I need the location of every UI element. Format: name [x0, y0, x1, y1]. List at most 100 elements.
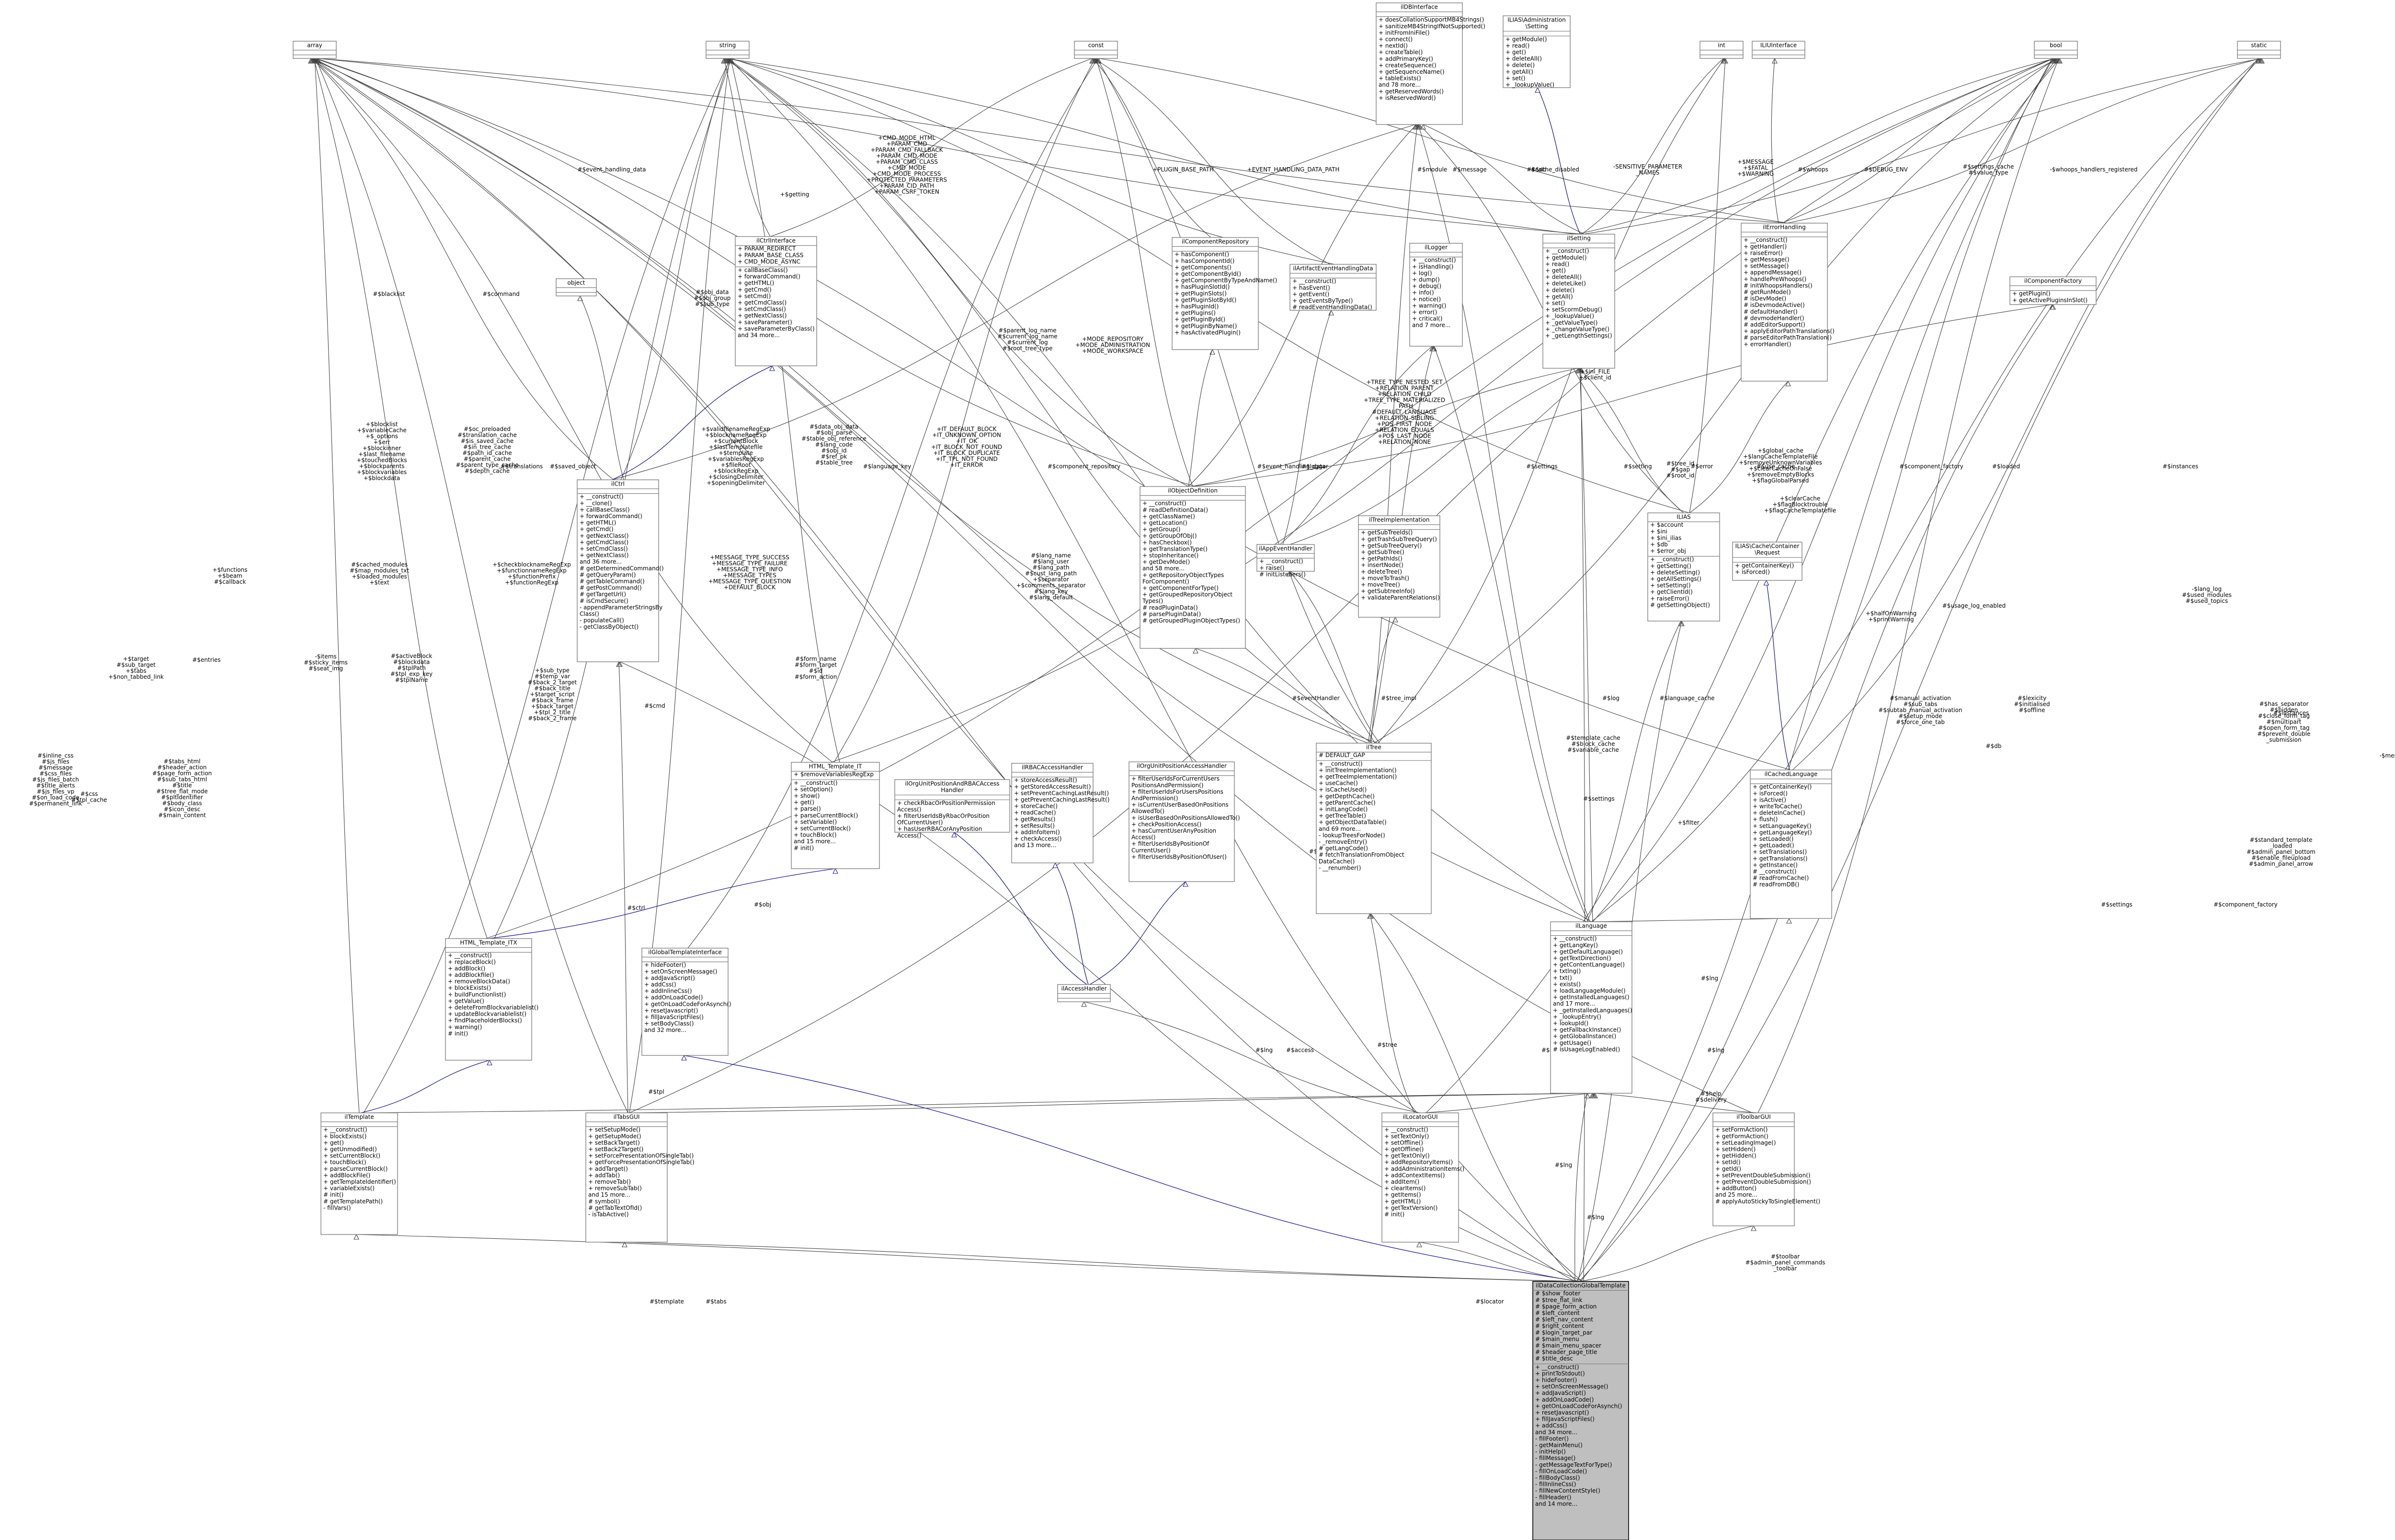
edge-label-text: #$map_modules_txt [350, 567, 409, 574]
class-static[interactable]: static [2237, 41, 2281, 59]
edge-label-e-filter: +$filter [1677, 819, 1699, 826]
class-setting[interactable]: ilSetting+ __construct()+ getModule()+ r… [1542, 234, 1615, 369]
class-method: + getPluginSlotById() [1175, 296, 1236, 303]
class-rbacaccess[interactable]: ilRBACAccessHandler+ storeAccessResult()… [1011, 763, 1109, 863]
edge-label-e-translations: #$translations [501, 463, 543, 470]
class-method: + __construct() [1142, 500, 1186, 507]
class-compfactory[interactable]: ilComponentFactory+ getPlugin()+ getActi… [2009, 276, 2097, 305]
dependency-arrowhead [617, 661, 623, 667]
class-method: + setForcePresentationOfSingleTab() [588, 1153, 694, 1159]
class-method: + getHandler() [1744, 243, 1787, 250]
class-ilias[interactable]: ILIAS+ $account+ $ini+ $ini_ilias+ $db+ … [1647, 512, 1720, 622]
class-tabsgui[interactable]: ilTabsGUI+ setSetupMode()+ getSetupMode(… [585, 1112, 695, 1243]
class-method: - appendParameterStringsBy [580, 604, 662, 611]
class-ctrl[interactable]: ilCtrl+ __construct()+ __clone()+ callBa… [577, 479, 664, 662]
edge-label-e-blacklist: #$blacklist [373, 291, 405, 297]
edge-label-text: #$error [1691, 463, 1713, 470]
class-method: + blockExists() [323, 1133, 366, 1140]
class-method: + getDepthCache() [1319, 793, 1375, 800]
class-title: ilCachedLanguage [1765, 771, 1818, 778]
class-idbinterface[interactable]: ilDBInterface+ doesCollationSupportMB4St… [1376, 2, 1485, 125]
class-method: + setBodyClass() [644, 1020, 694, 1027]
class-iluiinterface[interactable]: ILIUInterface [1752, 41, 1805, 59]
class-method: + getAll() [1545, 293, 1573, 300]
class-method: + getLanguageKey() [1753, 829, 1812, 836]
class-attribute: + $account [1650, 521, 1684, 528]
class-method: + addJavaScript() [644, 974, 695, 981]
class-const[interactable]: const [1074, 41, 1118, 59]
edge-label-text: +IT_ERROR [950, 462, 983, 468]
class-locatorgui[interactable]: ilLocatorGUI+ __construct()+ setTextOnly… [1381, 1112, 1464, 1243]
edge-label-e-comprepo: #$component_repository [1048, 463, 1120, 470]
class-globaltpl[interactable]: ilGlobalTemplateInterface+ hideFooter()+… [641, 948, 731, 1056]
class-array[interactable]: array [293, 41, 337, 59]
class-cachecontainer[interactable]: ILIAS\Cache\Container\Request+ getContai… [1732, 542, 1802, 581]
class-toolbargui[interactable]: ilToolbarGUI+ setFormAction()+ getFormAc… [1712, 1112, 1820, 1226]
class-object[interactable]: object [556, 278, 597, 296]
edge-label-e-instances: #$instances [2163, 463, 2199, 470]
class-errhandling[interactable]: ilErrorHandling+ __construct()+ getHandl… [1741, 223, 1835, 382]
dependency-arrowhead [1368, 913, 1374, 919]
class-artifact[interactable]: ilArtifactEventHandlingData+ __construct… [1289, 264, 1377, 311]
class-orgunitaccess[interactable]: ilOrgUnitPositionAccessHandler+ filterUs… [1129, 761, 1240, 882]
class-method: + filterUserIdsForCurrentUsers [1131, 775, 1220, 782]
class-method: - initHelp() [1535, 1449, 1566, 1455]
edge-label-text: #$standard_template [2249, 837, 2312, 843]
class-iladmin[interactable]: ILIAS\Administration\Setting+ getModule(… [1503, 15, 1571, 88]
class-title: ilLocatorGUI [1403, 1114, 1437, 1121]
class-string[interactable]: string [706, 41, 750, 59]
class-method: + storeCache() [1014, 803, 1058, 810]
edge-label-text: +$non_tabbed_link [108, 674, 164, 680]
class-method: # isDevmodeActive() [1744, 302, 1805, 308]
class-datacollection[interactable]: ilDataCollectionGlobalTemplate# $show_fo… [1532, 1281, 1629, 1540]
class-method: + setSetting() [1650, 582, 1691, 589]
class-ctrlinterface[interactable]: ilCtrlInterface+ PARAM_REDIRECT+ PARAM_B… [735, 236, 817, 366]
class-htmltpl[interactable]: HTML_Template_IT+ $removeVariablesRegExp… [791, 762, 880, 869]
dependency-edge [1096, 58, 1376, 744]
class-method: + getPreventCachingLastResult() [1014, 796, 1109, 803]
class-method: # getGroupedPluginObjectTypes() [1142, 617, 1240, 624]
class-method: + flush() [1753, 816, 1778, 823]
class-method: + addOnLoadCode() [644, 994, 703, 1001]
class-treeimpl[interactable]: ilTreeImplementation+ getSubTreeIds()+ g… [1358, 515, 1440, 618]
class-int[interactable]: int [1699, 41, 1744, 59]
class-template[interactable]: ilTemplate+ __construct()+ blockExists()… [320, 1112, 398, 1235]
class-objdef[interactable]: ilObjectDefinition+ __construct()# readD… [1140, 486, 1246, 649]
class-method: + setCmdClass() [580, 545, 628, 552]
edge-label-text: +$ini_FILE [1580, 368, 1610, 375]
class-method: + delete() [1505, 62, 1535, 68]
edge-label-text: +PARAM_CMD_FALLBACK [871, 147, 944, 153]
class-method: + getTranslationType() [1142, 545, 1208, 552]
edge-label-text: +RELATION_SIBLING [1375, 415, 1434, 421]
class-cachedlang[interactable]: ilCachedLanguage+ getContainerKey()+ isF… [1750, 770, 1832, 919]
class-method: + show() [794, 793, 820, 799]
class-htmltplitx[interactable]: HTML_Template_ITX+ __construct()+ replac… [445, 938, 538, 1061]
class-method: + addBlockfile() [448, 972, 494, 978]
class-method: + getId() [1715, 1166, 1741, 1172]
class-appevent[interactable]: ilAppEventHandler+ __construct()+ raise(… [1256, 544, 1315, 578]
class-language[interactable]: ilLanguage+ __construct()+ getLangKey()+… [1550, 921, 1632, 1094]
dependency-arrowhead [1585, 1092, 1590, 1098]
class-method: # readFromDB() [1753, 881, 1799, 888]
edge-label-text: +MESSAGE_TYPE_SUCCESS [710, 554, 789, 561]
class-comprepo[interactable]: ilComponentRepository+ hasComponent()+ h… [1172, 237, 1277, 350]
class-method: + setOnScreenMessage() [644, 968, 717, 975]
edge-label-text: _NAMES [1636, 170, 1660, 176]
class-logger[interactable]: ilLogger+ __construct()+ isHandling()+ l… [1409, 243, 1463, 347]
edge-label-text: +$loaded_modules [352, 573, 407, 580]
class-title: const [1088, 42, 1104, 49]
class-method: + setBackTarget() [588, 1139, 640, 1146]
class-method: + touchBlock() [323, 1159, 366, 1166]
edge-label-text: #$tree_impl [1381, 695, 1416, 702]
edge-label-e-lng6: #$lng [1701, 975, 1718, 982]
edge-label-text: _toolbar [1773, 1265, 1797, 1272]
class-accesshandler[interactable]: ilAccessHandler [1057, 984, 1111, 1002]
class-tree[interactable]: ilTree# DEFAULT_GAP+ __construct()+ init… [1316, 743, 1432, 914]
edge-label-text: +$blockdata [364, 475, 400, 482]
class-box [1409, 243, 1463, 347]
class-method: + parseCurrentBlock() [323, 1166, 388, 1172]
edge-label-e-fatal: +$MESSAGE+$FATAL+$WARNING [1737, 159, 1774, 177]
class-bool[interactable]: bool [2034, 41, 2078, 59]
class-method: + getComponents() [1175, 264, 1232, 271]
